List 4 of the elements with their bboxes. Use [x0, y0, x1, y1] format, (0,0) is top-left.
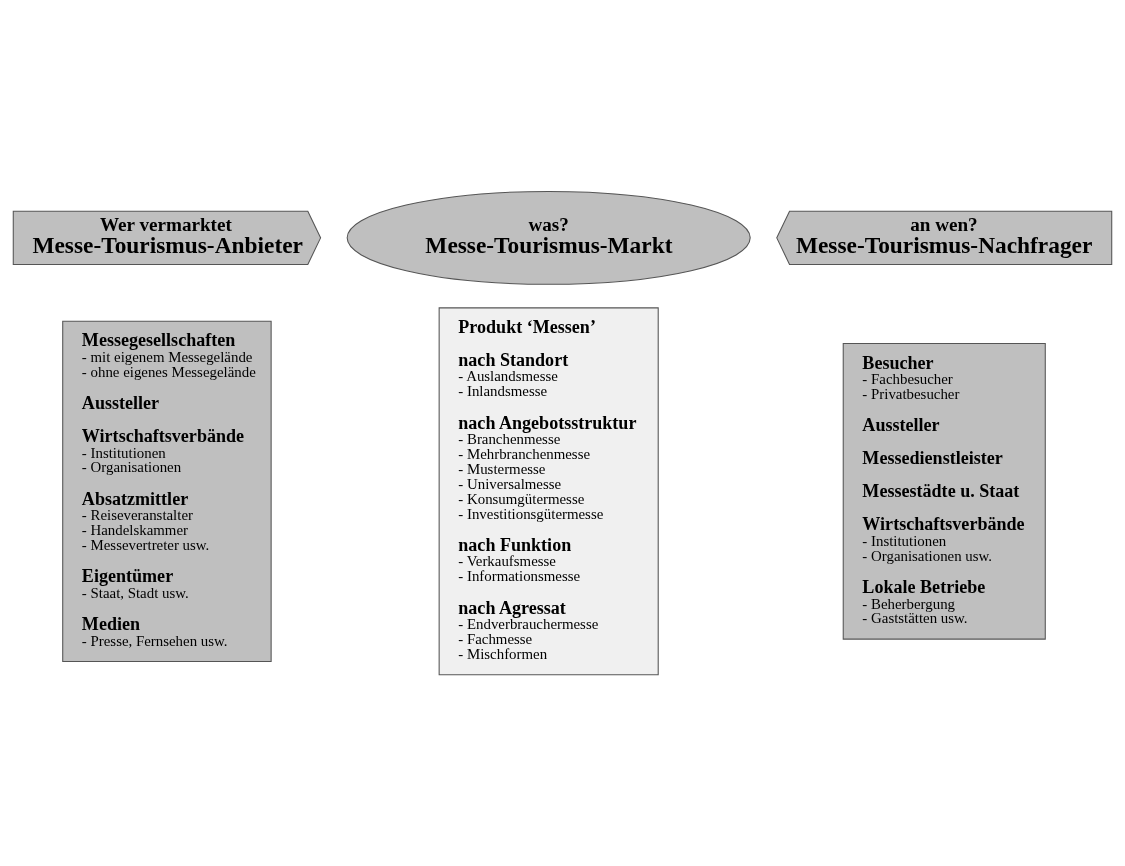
node-box: Messegesellschaften - mit eigenem Messegelände - ohne eigenes Messegelände Aussteller Wirtschaftsverbände - Institutionen - Organisationen Absatzmittler - Reiseveranstalter - Handelskammer - Messevertreter usw. Eigentümer - Staat, Stadt usw. Medien - Presse, Fernsehen usw.	[62, 320, 272, 662]
node-box: Besucher - Fachbesucher - Privatbesucher Aussteller Messedienstleister Messestädte u. Staat Wirtschaftsverbände - Institutionen - Organisationen usw. Lokale Betriebe - Beherbergung - Gaststätten usw.	[842, 343, 1046, 640]
node-ellipse: was? Messe-Tourismus-Markt	[346, 190, 751, 285]
node-box: Produkt ‘Messen’ nach Standort - Auslandsmesse - Inlandsmesse nach Angebotsstruktur - Branchenmesse - Mehrbranchenmesse - Mustermesse - Universalmesse - Konsumgütermesse - Investitionsgütermesse nach Funktion - Verkaufsmesse - Informationsmesse nach Agressat - Endverbrauchermesse - Fachmesse - Mischformen	[438, 307, 659, 676]
